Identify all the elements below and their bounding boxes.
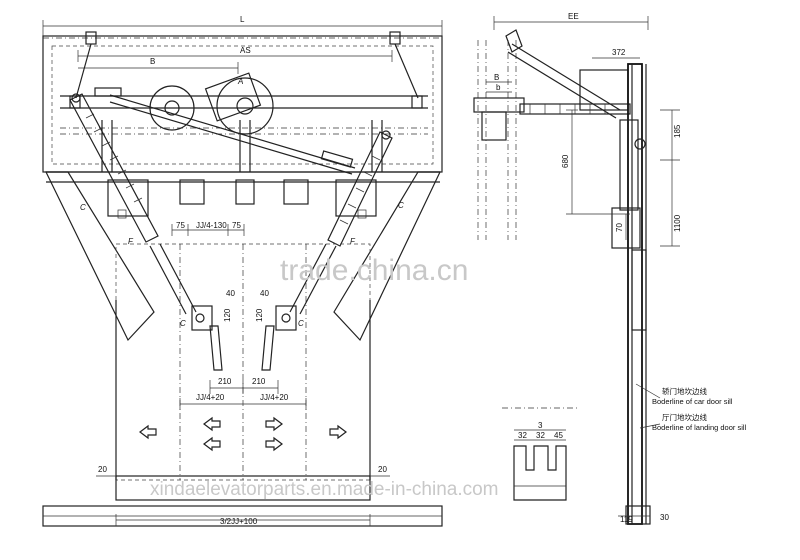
dim-overall-width: L	[240, 15, 245, 24]
dim-height-1100: 1100	[673, 214, 682, 232]
note-car-sill-cn: 轿门地坎边线	[662, 386, 707, 396]
dim-arm-120-left: 120	[223, 308, 232, 322]
dim-edge-20-left: 20	[98, 465, 107, 474]
dim-panel-jj-20-right: JJ/4+20	[260, 393, 289, 402]
dim-sill-32b: 32	[536, 431, 545, 440]
dim-bottom-30: 30	[660, 513, 669, 522]
dim-edge-20-right: 20	[378, 465, 387, 474]
dim-gap-jj-130: JJ/4-130	[196, 221, 227, 230]
dim-right-total: EE	[568, 12, 579, 21]
note-landing-sill-cn: 厅门地坎边线	[662, 412, 707, 422]
dim-sill-45: 45	[554, 431, 563, 440]
note-landing-sill-en: Boderline of landing door sill	[652, 423, 747, 432]
dim-arm-120-right: 120	[255, 308, 264, 322]
label-c-right: C	[398, 201, 404, 210]
dim-bracket-210-left: 210	[218, 377, 232, 386]
watermark-bottom: xindaelevatorparts.en.made-in-china.com	[150, 479, 499, 500]
dim-arm-40-right: 40	[260, 289, 269, 298]
dim-arm-40-left: 40	[226, 289, 235, 298]
dim-bottom-119: 119	[620, 515, 633, 524]
dim-right-b-upper: B	[494, 73, 499, 82]
dim-height-70: 70	[615, 223, 624, 232]
watermark-center: trade.china.cn	[280, 254, 468, 287]
dim-height-680: 680	[561, 154, 570, 168]
dim-bottom-total: 3/2JJ+100	[220, 517, 258, 526]
dim-gap-75-left: 75	[176, 221, 185, 230]
dim-right-offset: 372	[612, 48, 626, 57]
label-c-left: C	[80, 203, 86, 212]
dim-sill-32a: 32	[518, 431, 527, 440]
arrow-icon	[139, 416, 347, 452]
dim-bracket-210-right: 210	[252, 377, 266, 386]
label-f-right: F	[350, 237, 356, 246]
dim-inner-width: AS	[240, 46, 251, 55]
label-a: A	[237, 77, 243, 86]
dim-gap-75-right: 75	[232, 221, 241, 230]
label-f-left: F	[128, 237, 134, 246]
dim-panel-jj-20-left: JJ/4+20	[196, 393, 225, 402]
label-c-low-right: C	[298, 319, 304, 328]
dim-sill-3: 3	[538, 421, 543, 430]
front-view: L AS B A	[42, 15, 443, 527]
side-view: EE 372 B b	[473, 12, 747, 525]
dim-height-185: 185	[673, 124, 682, 138]
note-car-sill-en: Boderline of car door sill	[652, 397, 733, 406]
dim-belt-offset: B	[150, 57, 155, 66]
label-c-low-left: C	[180, 319, 186, 328]
dim-right-b-lower: b	[496, 83, 501, 92]
sill-detail: 3 32 32 45	[502, 407, 580, 501]
